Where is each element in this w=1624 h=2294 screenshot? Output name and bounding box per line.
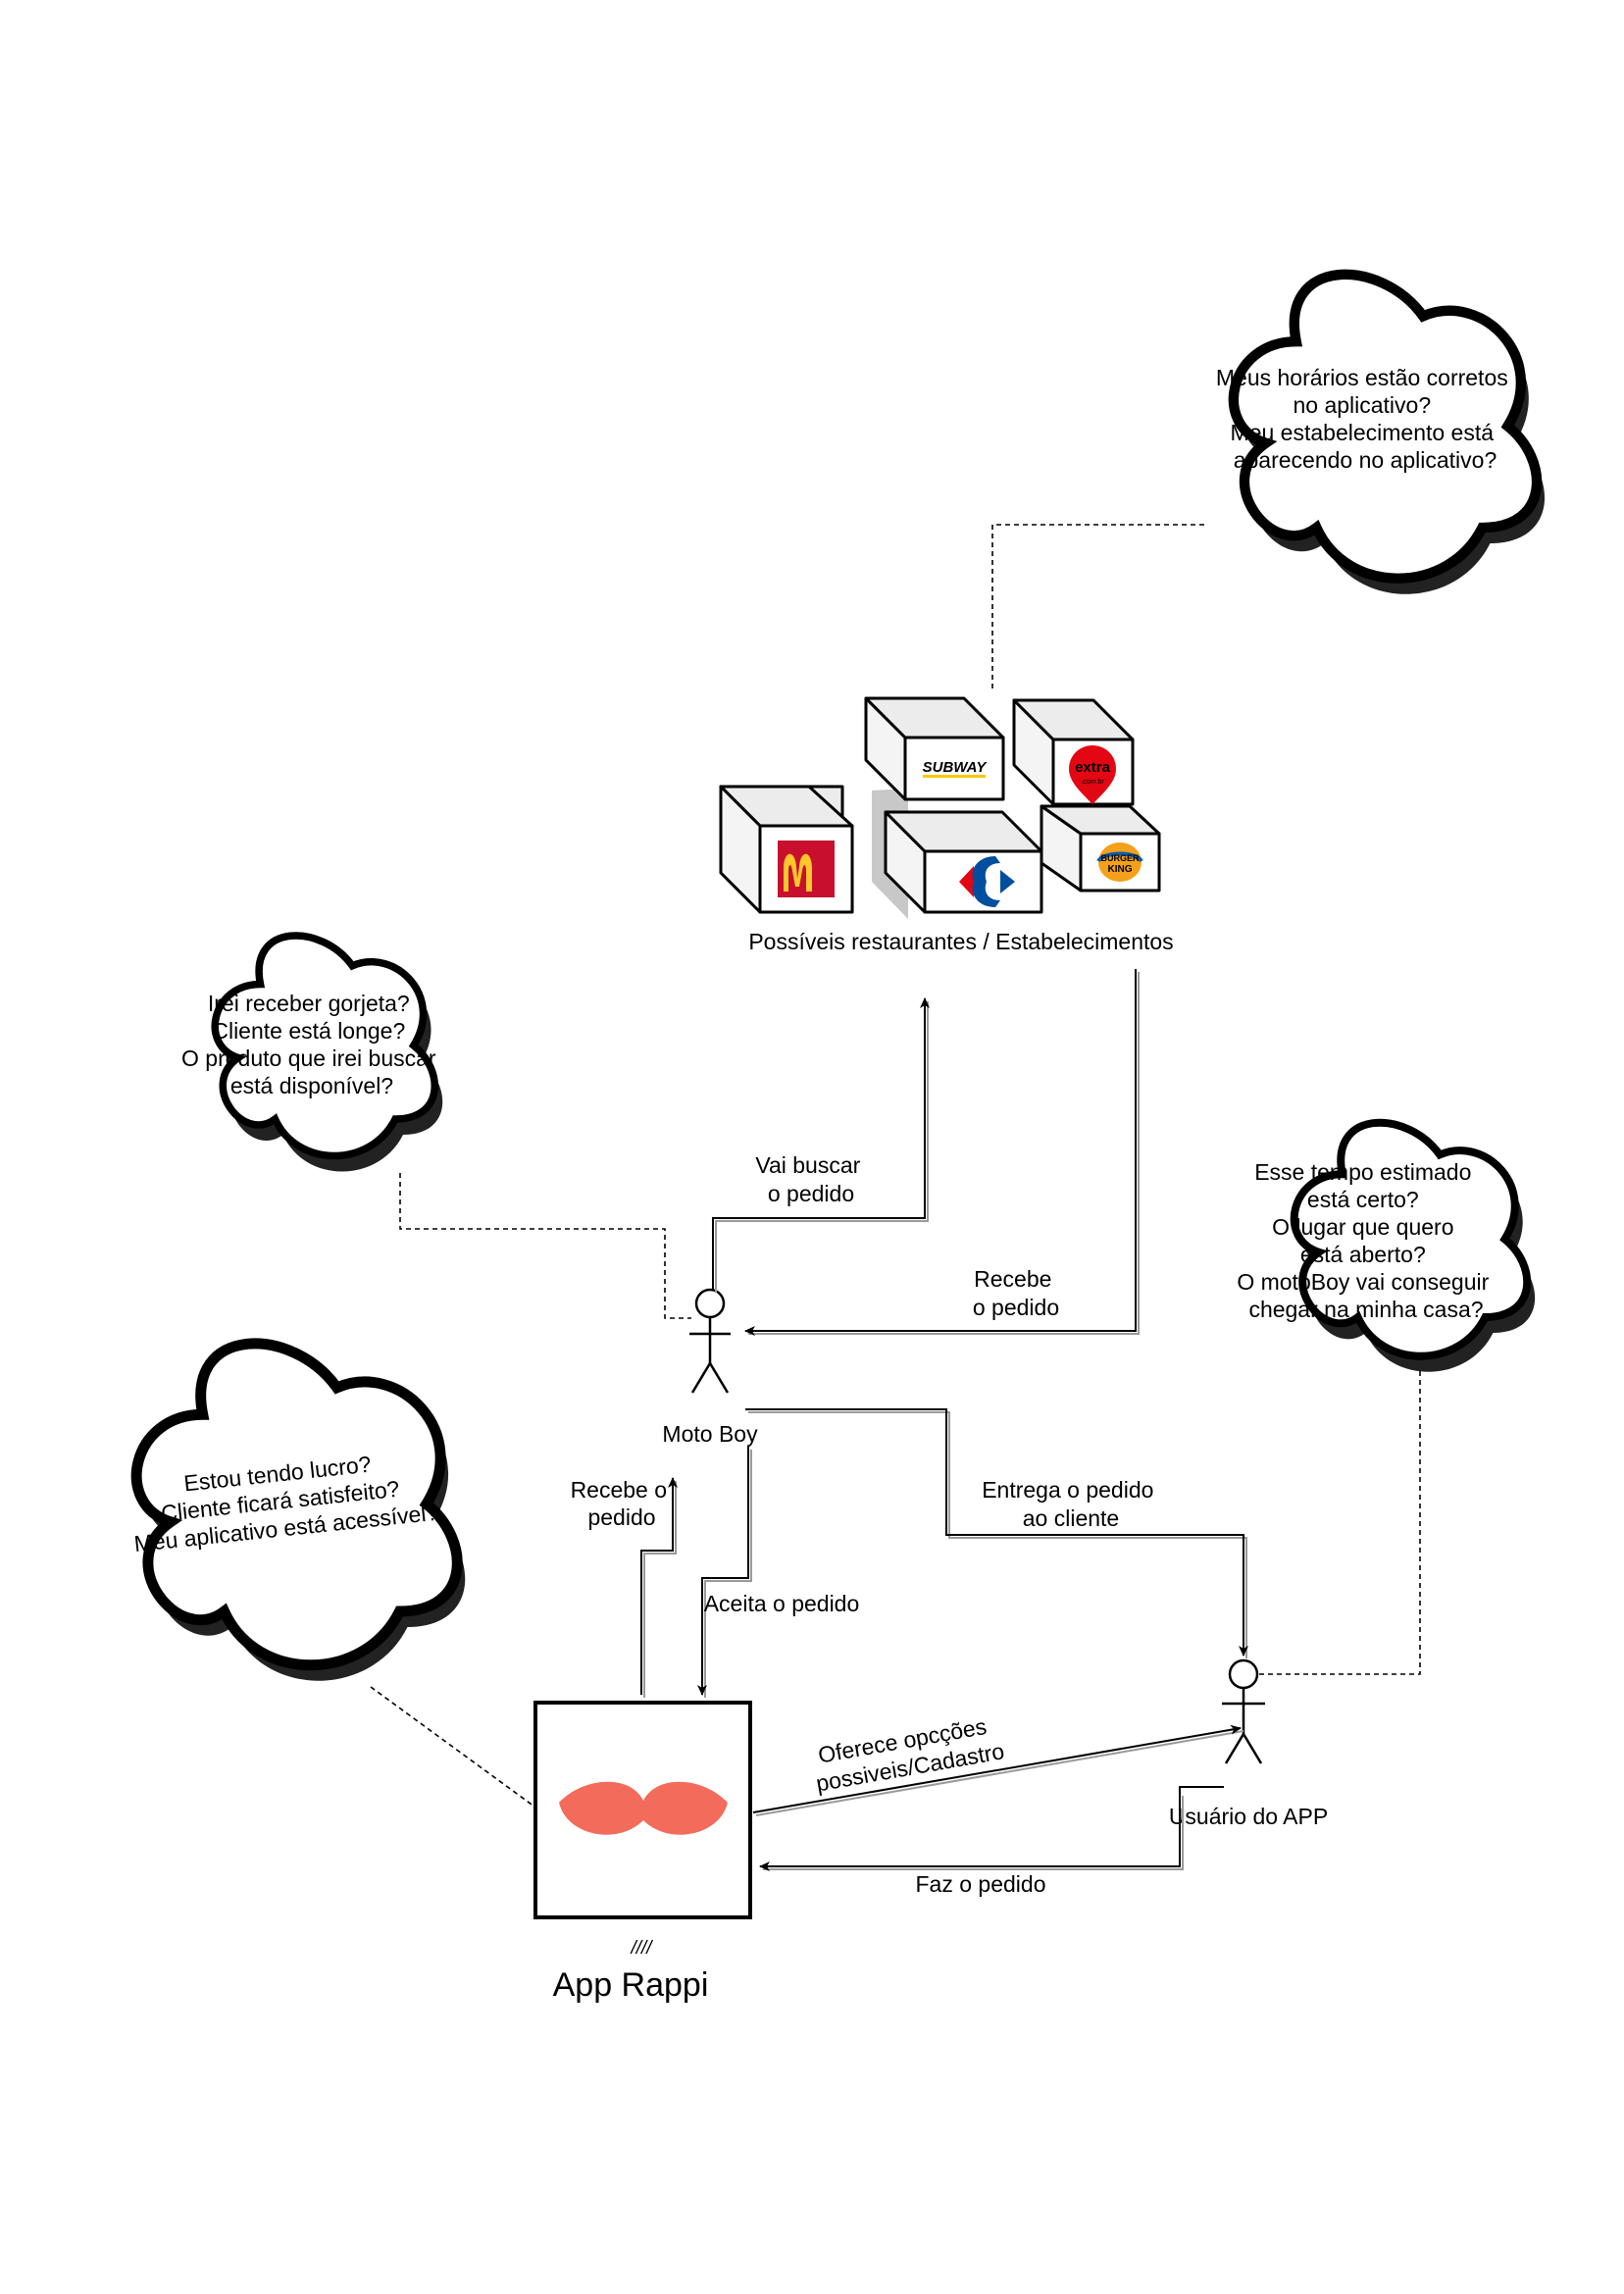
edges	[640, 969, 1248, 1871]
extra-logo	[1069, 745, 1116, 804]
edge-label-recebe-loja: o pedido	[973, 1295, 1059, 1320]
svg-text:Esse tempo estimado está: Esse tempo estimado está certo? O lugar …	[1237, 1159, 1495, 1322]
edge-label-faz-pedido: Faz o pedido	[916, 1871, 1046, 1897]
cloud-motoboy-line: O produto que irei buscar	[181, 1045, 436, 1071]
arrow-faz-pedido	[759, 1786, 1224, 1871]
subway-logo: SUBWAY	[923, 759, 989, 776]
store-carrefour-box	[884, 810, 1043, 914]
actor-usuario	[1222, 1658, 1265, 1764]
app-tag: ////	[629, 1938, 653, 1959]
edge-label-recebe-loja: Recebe	[974, 1266, 1051, 1292]
stores-label: Possíveis restaurantes / Estabelecimento…	[748, 929, 1173, 954]
subway-logo-bar	[923, 775, 986, 778]
svg-text:Entrega o pedido ao client: Entrega o pedido ao cliente	[982, 1477, 1160, 1531]
cloud-motoboy: Irei receber gorjeta? Cliente está longe…	[181, 936, 443, 1172]
carrefour-logo	[959, 866, 974, 897]
svg-text:Recebe o pedido: Recebe o pedido	[571, 1477, 674, 1530]
cloud-usuario-line: O lugar que quero	[1272, 1214, 1453, 1240]
store-extra-box: extra .com.br	[1012, 698, 1135, 806]
app-rappi-box[interactable]: //// App Rappi	[533, 1701, 752, 2004]
svg-text:Estou tendo lucro? Cli: Estou tendo lucro? Cliente ficará satisf…	[127, 1445, 440, 1556]
cloud-usuario-line: Esse tempo estimado	[1254, 1159, 1471, 1185]
cloud-estabelecimento-line: Meu estabelecimento está	[1231, 420, 1495, 445]
edge-label-recebe-app: Recebe o	[571, 1477, 667, 1503]
cloud-motoboy-line: Irei receber gorjeta?	[208, 991, 410, 1016]
mcdonalds-arches-icon	[784, 853, 812, 892]
edge-label-entrega: Entrega o pedido	[982, 1477, 1153, 1503]
arrow-vai-buscar	[712, 997, 930, 1290]
extra-logo-subtext: .com.br	[1081, 779, 1104, 786]
burger-king-logo	[1098, 842, 1142, 882]
cloud-motoboy-line: Cliente está longe?	[212, 1018, 405, 1044]
edge-label-vai-buscar: Vai buscar	[755, 1152, 860, 1178]
edge-label-recebe-app: pedido	[587, 1504, 655, 1530]
burger-king-text: KING	[1108, 864, 1133, 875]
actor-usuario-label: Usuário do APP	[1169, 1804, 1328, 1829]
svg-text:Oferece opcções possivei: Oferece opcções possiveis/Cadastro	[809, 1711, 1006, 1797]
cloud-usuario-line: está certo?	[1307, 1187, 1419, 1212]
cloud-usuario-line: está aberto?	[1300, 1242, 1426, 1267]
svg-text:Irei receber gorjeta? Cl: Irei receber gorjeta? Cliente está longe…	[181, 991, 442, 1098]
dashed-link-usuario	[1257, 1371, 1421, 1675]
store-mcdonalds-box	[719, 785, 908, 919]
store-subway-box: SUBWAY	[864, 696, 1005, 801]
arrow-oferece	[752, 1724, 1242, 1813]
mustache-icon	[559, 1781, 728, 1835]
cloud-estabelecimento-line: aparecendo no aplicativo?	[1234, 447, 1497, 473]
edge-label-aceita: Aceita o pedido	[704, 1591, 860, 1616]
extra-logo-text: extra	[1075, 759, 1111, 776]
edge-label-entrega: ao cliente	[1023, 1505, 1119, 1531]
actor-head	[1228, 1658, 1259, 1690]
cloud-motoboy-line: está disponível?	[230, 1073, 393, 1098]
actor-motoboy	[689, 1288, 731, 1394]
arrow-entrega	[745, 1408, 1248, 1657]
dashed-connectors	[370, 524, 1421, 1808]
svg-text:Recebe o pedido: Recebe o pedido	[973, 1266, 1059, 1320]
actor-motoboy-label: Moto Boy	[662, 1421, 758, 1447]
cloud-usuario-line: O motoBoy vai conseguir	[1237, 1269, 1489, 1295]
cloud-estabelecimento: Meus horários estão corretos no aplicati…	[1216, 275, 1546, 594]
svg-text:Meus horários estão corretos: Meus horários estão corretos no aplicati…	[1216, 365, 1514, 473]
app-name: App Rappi	[553, 1966, 709, 2004]
arrow-recebe-app	[640, 1477, 678, 1695]
edge-label-vai-buscar: o pedido	[768, 1181, 854, 1206]
store-burger-king-box: BURGER KING	[1040, 804, 1161, 892]
cloud-usuario-line: chegar na minha casa?	[1248, 1297, 1483, 1322]
actor-head	[694, 1288, 726, 1319]
cloud-usuario: Esse tempo estimado está certo? O lugar …	[1237, 1123, 1536, 1372]
cloud-app: Estou tendo lucro? Cliente ficará satisf…	[127, 1344, 466, 1681]
cloud-estabelecimento-line: no aplicativo?	[1293, 392, 1431, 418]
dashed-link-motoboy	[399, 1173, 691, 1319]
svg-text:Vai buscar o pedido: Vai buscar o pedido	[755, 1152, 866, 1206]
dashed-link-estabelecimento	[991, 524, 1204, 691]
dashed-link-app	[370, 1686, 535, 1808]
arrow-aceita	[697, 1447, 749, 1696]
burger-king-text: BURGER	[1100, 853, 1140, 863]
carrefour-logo-blue	[972, 856, 1015, 907]
arrow-recebe-loja	[744, 969, 1137, 1336]
cloud-estabelecimento-line: Meus horários estão corretos	[1216, 365, 1508, 390]
